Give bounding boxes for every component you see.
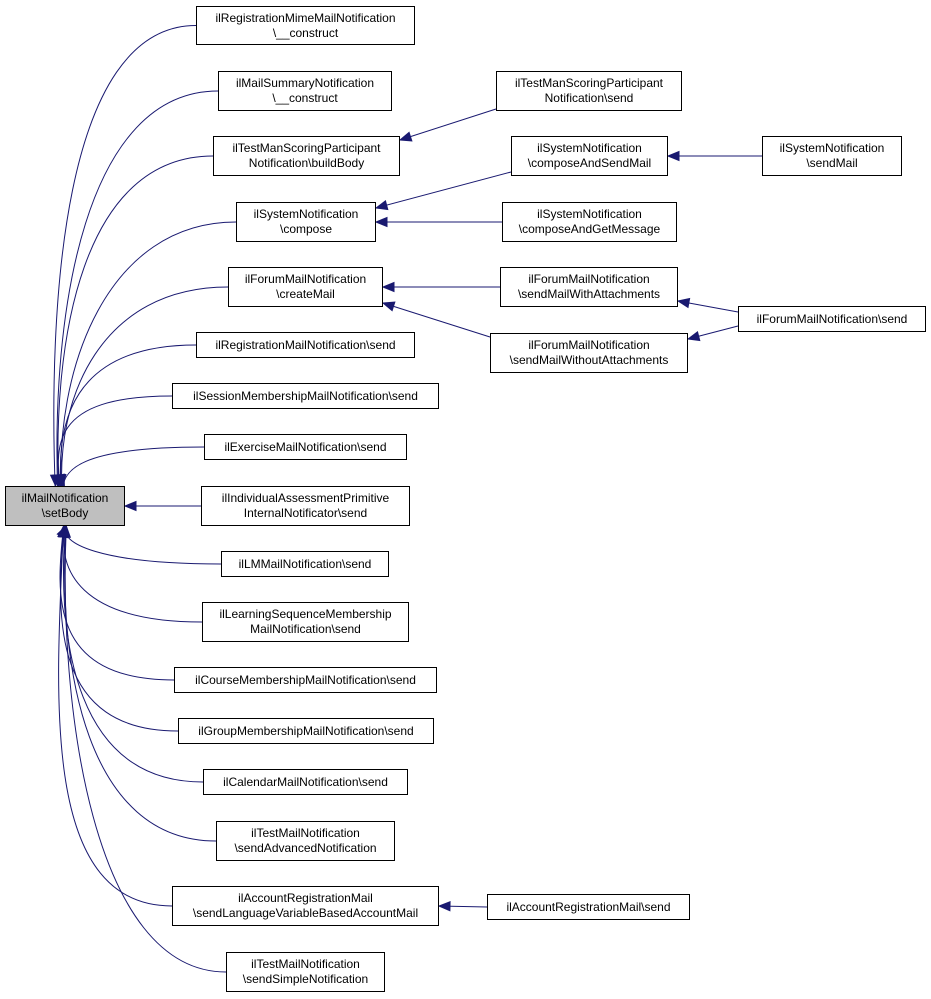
node-label-line: ilExerciseMailNotification\send	[224, 439, 387, 454]
node-label-line: Notification\send	[544, 91, 634, 105]
node-label-line: \composeAndSendMail	[527, 156, 652, 170]
node-forum-withatt[interactable]: ilForumMailNotification\sendMailWithAtta…	[500, 267, 678, 307]
node-regmail-send[interactable]: ilRegistrationMailNotification\send	[196, 332, 415, 358]
edge-arrowhead	[686, 331, 701, 342]
node-label-line: \sendMailWithoutAttachments	[509, 353, 669, 367]
node-label-line: \composeAndGetMessage	[518, 222, 661, 236]
edge-forum-create-to-root	[61, 286, 229, 499]
node-label-line: ilAccountRegistrationMail	[238, 891, 373, 905]
edge-lso-send-to-root	[63, 525, 203, 623]
node-label-line: ilTestManScoringParticipant	[232, 141, 381, 155]
node-label-line: \compose	[279, 222, 333, 236]
node-sys-composesend[interactable]: ilSystemNotification\composeAndSendMail	[511, 136, 668, 176]
edge-mailsummary-to-root	[56, 90, 219, 499]
edge-course-send-to-root	[59, 525, 175, 681]
node-sys-composeget[interactable]: ilSystemNotification\composeAndGetMessag…	[502, 202, 677, 242]
node-label-line: ilCalendarMailNotification\send	[223, 774, 388, 789]
node-mailsummary[interactable]: ilMailSummaryNotification\__construct	[218, 71, 392, 111]
node-label-line: ilAccountRegistrationMail\send	[506, 899, 671, 914]
node-label-line: MailNotification\send	[250, 622, 361, 636]
node-root[interactable]: ilMailNotification\setBody	[5, 486, 125, 526]
node-label-line: ilForumMailNotification\send	[756, 311, 908, 326]
edge-arrowhead	[123, 500, 137, 512]
node-label-line: ilGroupMembershipMailNotification\send	[198, 723, 414, 738]
edge-arrowhead	[381, 281, 395, 293]
node-label-line: ilLMMailNotification\send	[238, 556, 372, 571]
edge-arrowhead	[374, 216, 388, 228]
edge-testman-bb-to-root	[57, 155, 214, 499]
node-course-send[interactable]: ilCourseMembershipMailNotification\send	[174, 667, 437, 693]
node-group-send[interactable]: ilGroupMembershipMailNotification\send	[178, 718, 434, 744]
edge-session-send-to-root	[57, 395, 173, 499]
edge-arrowhead	[381, 301, 396, 312]
node-label-line: ilSystemNotification	[537, 207, 642, 221]
edge-regmime-to-root	[53, 25, 197, 499]
node-label-line: ilForumMailNotification	[244, 272, 367, 286]
node-label-line: \sendMailWithAttachments	[517, 287, 661, 301]
node-sys-sendmail[interactable]: ilSystemNotification\sendMail	[762, 136, 902, 176]
node-lm-send[interactable]: ilLMMailNotification\send	[221, 551, 389, 577]
node-label-line: \sendLanguageVariableBasedAccountMail	[192, 906, 419, 920]
edge-arrowhead	[666, 150, 680, 162]
edge-testman-send-to-testman-bb	[399, 108, 497, 141]
node-label-line: ilRegistrationMimeMailNotification	[215, 10, 396, 25]
node-label-line: \createMail	[276, 287, 335, 301]
node-sysnotif-compose[interactable]: ilSystemNotification\compose	[236, 202, 376, 242]
node-testmail-adv[interactable]: ilTestMailNotification\sendAdvancedNotif…	[216, 821, 395, 861]
node-label-line: ilForumMailNotification	[528, 272, 650, 286]
node-forum-send[interactable]: ilForumMailNotification\send	[738, 306, 926, 332]
node-label-line: ilTestMailNotification	[251, 957, 360, 971]
edge-regmail-send-to-root	[59, 344, 197, 499]
edge-arrowhead	[437, 900, 451, 912]
edge-sys-composesend-to-sysnotif-compose	[375, 171, 512, 209]
edge-arrowhead	[374, 199, 389, 211]
edge-lm-send-to-root	[64, 525, 222, 565]
node-label-line: ilTestMailNotification	[251, 826, 360, 840]
node-label-line: InternalNotificator\send	[243, 506, 368, 520]
node-label-line: ilMailSummaryNotification	[235, 76, 375, 90]
node-exercise-send[interactable]: ilExerciseMailNotification\send	[204, 434, 407, 460]
edge-accreg-lang-to-root	[58, 525, 173, 907]
node-label-line: ilLearningSequenceMembership	[219, 607, 392, 621]
node-label-line: \sendAdvancedNotification	[234, 841, 377, 855]
node-label-line: ilCourseMembershipMailNotification\send	[195, 672, 416, 687]
node-label-line: ilMailNotification	[21, 491, 109, 505]
node-calendar-send[interactable]: ilCalendarMailNotification\send	[203, 769, 408, 795]
edge-testmail-simple-to-root	[64, 525, 227, 973]
node-label-line: \__construct	[272, 25, 339, 40]
node-label-line: \sendMail	[806, 156, 858, 170]
edge-arrowhead	[60, 524, 72, 538]
edge-forum-withoutatt-to-forum-create	[382, 302, 491, 338]
node-regmime[interactable]: ilRegistrationMimeMailNotification\__con…	[196, 6, 415, 45]
node-testmail-simple[interactable]: ilTestMailNotification\sendSimpleNotific…	[226, 952, 385, 992]
node-label-line: ilSystemNotification	[537, 141, 642, 155]
node-label-line: ilTestManScoringParticipant	[514, 76, 664, 90]
node-accreg-lang[interactable]: ilAccountRegistrationMail\sendLanguageVa…	[172, 886, 439, 926]
node-forum-withoutatt[interactable]: ilForumMailNotification\sendMailWithoutA…	[490, 333, 688, 373]
node-accreg-send[interactable]: ilAccountRegistrationMail\send	[487, 894, 690, 920]
node-label-line: ilSystemNotification	[253, 207, 359, 221]
node-label-line: Notification\buildBody	[248, 156, 365, 170]
node-session-send[interactable]: ilSessionMembershipMailNotification\send	[172, 383, 439, 409]
node-label-line: \setBody	[41, 506, 89, 520]
node-label-line: ilForumMailNotification	[528, 338, 650, 352]
edge-arrowhead	[398, 131, 413, 142]
node-label-line: \__construct	[272, 91, 338, 105]
edge-arrowhead	[54, 473, 65, 488]
node-label-line: \sendSimpleNotification	[242, 972, 369, 986]
node-label-line: ilSessionMembershipMailNotification\send	[193, 388, 418, 403]
edge-calendar-send-to-root	[63, 525, 204, 783]
node-label-line: ilIndividualAssessmentPrimitive	[221, 491, 390, 505]
node-forum-create[interactable]: ilForumMailNotification\createMail	[228, 267, 383, 307]
node-label-line: ilRegistrationMailNotification\send	[215, 337, 396, 352]
node-label-line: ilSystemNotification	[779, 141, 885, 155]
edge-arrowhead	[676, 297, 691, 309]
